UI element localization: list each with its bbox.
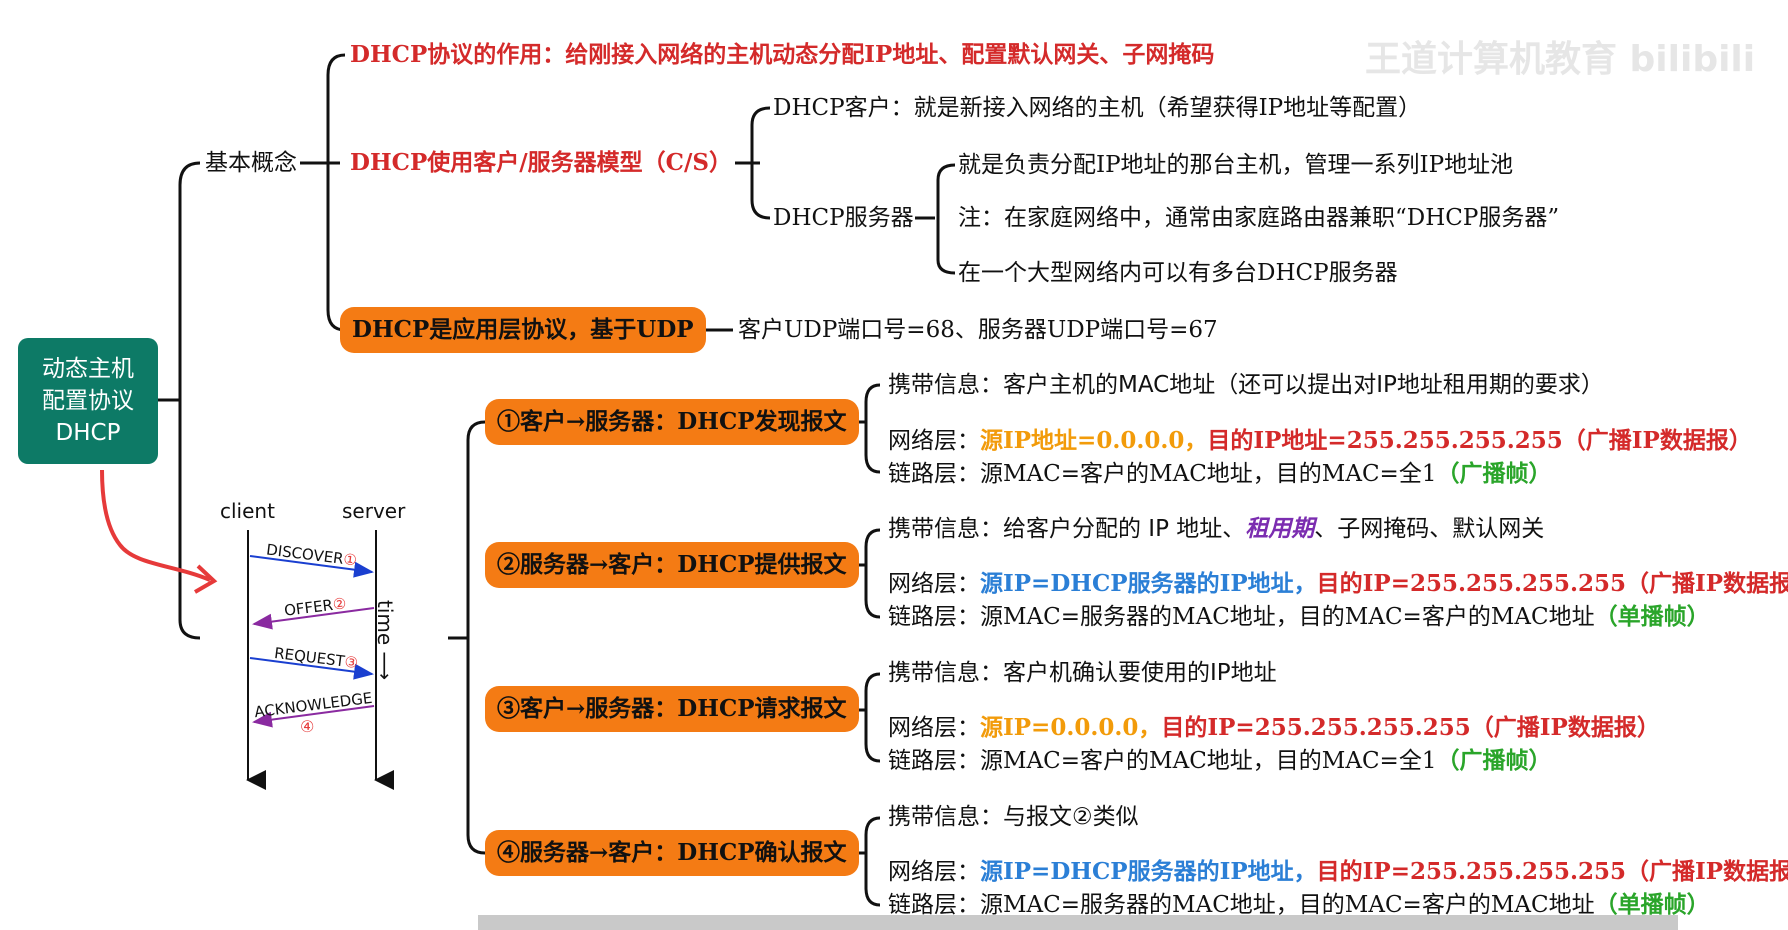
seq-server-label: server xyxy=(342,499,406,523)
msg1-link-prefix: 链路层：源MAC=客户的MAC地址，目的MAC=全1 xyxy=(888,461,1437,487)
msg4-net: 网络层：源IP=DHCP服务器的IP地址，目的IP=255.255.255.25… xyxy=(888,857,1788,887)
horizontal-scrollbar[interactable] xyxy=(478,915,1678,930)
msg1-link-tag: （广播帧） xyxy=(1436,460,1552,487)
dhcp-client-def: DHCP客户：就是新接入网络的主机（希望获得IP地址等配置） xyxy=(773,95,1422,121)
udp-ports: 客户UDP端口号=68、服务器UDP端口号=67 xyxy=(738,317,1218,343)
msg1-title: ①客户→服务器：DHCP发现报文 xyxy=(485,399,859,445)
msg2-title: ②服务器→客户：DHCP提供报文 xyxy=(485,542,859,588)
dhcp-model: DHCP使用客户/服务器模型（C/S） xyxy=(350,149,732,176)
seq-time-arrow: ⟶ xyxy=(373,651,397,681)
msg3-link-tag: （广播帧） xyxy=(1436,747,1552,774)
msg2-carry-a: 携带信息：给客户分配的 IP 地址、 xyxy=(888,516,1246,542)
seq-num-2: ② xyxy=(331,594,348,614)
msg3-net-prefix: 网络层： xyxy=(888,715,980,741)
msg2-link: 链路层：源MAC=服务器的MAC地址，目的MAC=客户的MAC地址（单播帧） xyxy=(888,602,1710,632)
msg4-link: 链路层：源MAC=服务器的MAC地址，目的MAC=客户的MAC地址（单播帧） xyxy=(888,890,1710,920)
msg1-net-prefix: 网络层： xyxy=(888,428,980,454)
server-item-3: 在一个大型网络内可以有多台DHCP服务器 xyxy=(958,260,1398,286)
msg1-carry: 携带信息：客户主机的MAC地址（还可以提出对IP地址租用期的要求） xyxy=(888,372,1604,398)
msg4-link-prefix: 链路层：源MAC=服务器的MAC地址，目的MAC=客户的MAC地址 xyxy=(888,892,1595,918)
msg4-net-prefix: 网络层： xyxy=(888,859,980,885)
msg1-net-src: 源IP地址=0.0.0.0， xyxy=(980,427,1208,454)
seq-time-text: time xyxy=(373,600,397,646)
seq-msg-request-text: REQUEST xyxy=(273,643,346,671)
msg3-net: 网络层：源IP=0.0.0.0，目的IP=255.255.255.255（广播I… xyxy=(888,713,1660,743)
seq-num-4: ④ xyxy=(300,717,315,736)
msg2-carry-lease: 租用期 xyxy=(1245,516,1315,542)
msg2-link-tag: （单播帧） xyxy=(1594,603,1710,630)
root-node: 动态主机 配置协议 DHCP xyxy=(18,338,158,464)
msg1-link: 链路层：源MAC=客户的MAC地址，目的MAC=全1（广播帧） xyxy=(888,459,1551,489)
msg2-carry-c: 、子网掩码、默认网关 xyxy=(1314,516,1545,542)
msg3-link: 链路层：源MAC=客户的MAC地址，目的MAC=全1（广播帧） xyxy=(888,746,1551,776)
msg2-net-dst: 目的IP=255.255.255.255（广播IP数据报） xyxy=(1316,570,1788,597)
msg4-net-src: 源IP=DHCP服务器的IP地址， xyxy=(980,858,1317,885)
msg4-title: ④服务器→客户：DHCP确认报文 xyxy=(485,830,859,876)
server-item-1: 就是负责分配IP地址的那台主机，管理一系列IP地址池 xyxy=(958,152,1514,178)
dhcp-role: DHCP协议的作用：给刚接入网络的主机动态分配IP地址、配置默认网关、子网掩码 xyxy=(350,41,1215,68)
msg1-net-dst: 目的IP地址=255.255.255.255（广播IP数据报） xyxy=(1207,427,1752,454)
msg4-carry: 携带信息：与报文②类似 xyxy=(888,804,1139,830)
root-line3: DHCP xyxy=(55,420,121,446)
seq-msg-discover-text: DISCOVER xyxy=(265,540,345,568)
msg2-net-src: 源IP=DHCP服务器的IP地址， xyxy=(980,570,1317,597)
root-line1: 动态主机 xyxy=(42,356,134,382)
basic-concept-label: 基本概念 xyxy=(205,150,297,176)
seq-msg-offer-text: OFFER xyxy=(283,595,334,620)
seq-num-3: ③ xyxy=(343,652,360,673)
seq-num-1: ① xyxy=(342,549,358,570)
seq-client-label: client xyxy=(220,499,275,523)
msg3-net-dst: 目的IP=255.255.255.255（广播IP数据报） xyxy=(1161,714,1660,741)
msg2-net-prefix: 网络层： xyxy=(888,571,980,597)
msg3-carry: 携带信息：客户机确认要使用的IP地址 xyxy=(888,660,1277,686)
msg2-net: 网络层：源IP=DHCP服务器的IP地址，目的IP=255.255.255.25… xyxy=(888,569,1788,599)
server-item-2: 注：在家庭网络中，通常由家庭路由器兼职“DHCP服务器” xyxy=(958,205,1560,231)
seq-time-label: time ⟶ xyxy=(370,600,400,680)
msg2-link-prefix: 链路层：源MAC=服务器的MAC地址，目的MAC=客户的MAC地址 xyxy=(888,604,1595,630)
root-line2: 配置协议 xyxy=(42,388,134,414)
msg2-carry: 携带信息：给客户分配的 IP 地址、租用期、子网掩码、默认网关 xyxy=(888,514,1544,544)
msg4-net-dst: 目的IP=255.255.255.255（广播IP数据报） xyxy=(1316,858,1788,885)
msg4-link-tag: （单播帧） xyxy=(1594,891,1710,918)
msg3-net-src: 源IP=0.0.0.0， xyxy=(980,714,1162,741)
dhcp-server-label: DHCP服务器 xyxy=(773,205,914,231)
app-layer-pill: DHCP是应用层协议，基于UDP xyxy=(340,307,706,353)
watermark: 王道计算机教育 bilibili xyxy=(1365,39,1756,80)
msg3-title: ③客户→服务器：DHCP请求报文 xyxy=(485,686,859,732)
msg1-net: 网络层：源IP地址=0.0.0.0，目的IP地址=255.255.255.255… xyxy=(888,426,1752,456)
msg3-link-prefix: 链路层：源MAC=客户的MAC地址，目的MAC=全1 xyxy=(888,748,1437,774)
